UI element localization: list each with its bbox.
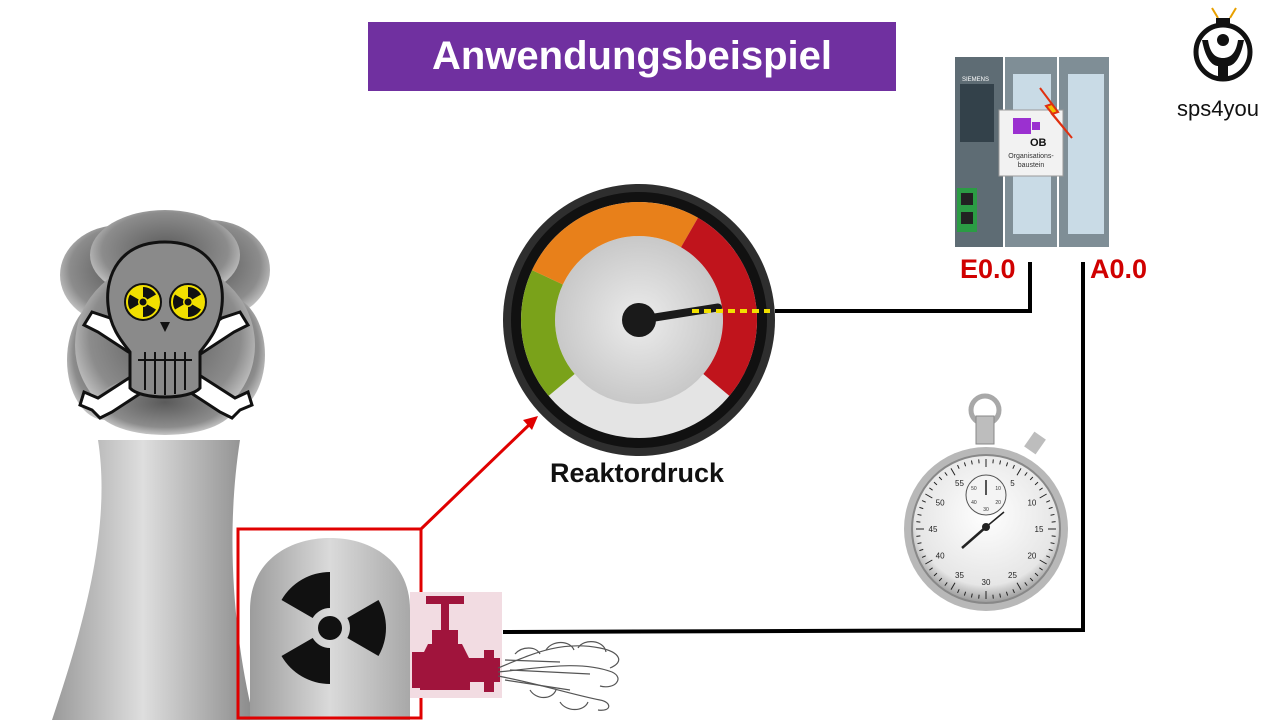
watch-tick [919,506,924,510]
watch-tick [938,577,943,582]
watch-tick [921,500,926,503]
watch-dial-number: 35 [955,571,964,580]
watch-dial-number: 50 [936,499,945,508]
watch-tick [929,487,933,491]
watch-tick [957,589,960,594]
watch-dial-number: 30 [982,578,991,587]
radiation-icon [124,283,162,321]
watch-tick [917,513,922,516]
watch-subdial-number: 30 [983,507,989,513]
arrow-to-gauge [419,416,538,531]
watch-tick [1046,500,1051,503]
radiation-icon [169,283,207,321]
watch-dial-number: 55 [955,479,964,488]
watch-tick [925,493,933,499]
watch-tick [1034,572,1039,577]
watch-tick [1048,506,1053,510]
watch-tick [963,462,967,467]
watch-tick [1039,559,1047,565]
watch-tick [1039,487,1043,491]
watch-tick [925,559,933,565]
watch-tick [1039,567,1043,571]
watch-tick [938,476,943,481]
watch-tick [921,555,926,558]
gauge-label: Reaktordruck [550,458,725,488]
ob-label-line2: baustein [1018,162,1045,169]
watch-dial-number: 15 [1035,525,1044,534]
watch-subdial-number: 40 [971,500,977,506]
skull-crossbones-icon [60,210,270,435]
watch-tick [970,593,973,598]
pressure-gauge-icon [503,184,775,456]
person-plug-icon [1193,7,1253,82]
watch-tick [1034,481,1039,486]
watch-tick [1029,476,1034,481]
watch-tick [999,460,1002,465]
watch-tick [1050,542,1055,545]
lightning-icon [1039,87,1073,139]
watch-subdial-number: 10 [995,486,1001,492]
plc-brand: SIEMENS [962,77,989,83]
ob-label-line1: Organisations- [1008,153,1054,160]
watch-tick [970,460,973,465]
watch-tick [1012,464,1015,469]
watch-tick [929,567,933,571]
page-title: Anwendungsbeispiel [431,34,833,78]
watch-dial-number: 40 [936,552,945,561]
output-wire [502,262,1085,634]
watch-dial-number: 25 [1008,571,1017,580]
watch-tick [944,472,948,476]
watch-tick [1005,462,1009,467]
watch-subdial-number: 50 [971,486,977,492]
watch-tick [1050,513,1055,516]
watch-tick [944,582,948,586]
stopwatch-icon: 5 10 15 20 25 30 35 40 45 50 55 10 20 30 40 50 [904,393,1068,611]
watch-tick [933,481,938,486]
title-banner: Anwendungsbeispiel [368,22,896,91]
logo-text: sps4you [1177,96,1259,121]
watch-dial-number: 20 [1027,552,1036,561]
watch-tick [917,542,922,545]
watch-dial-number: 45 [929,525,938,534]
input-wire [775,262,1032,313]
watch-tick [1005,591,1009,596]
watch-tick [963,591,967,596]
plc-icon: SIEMENS OB Organisations- baustein [955,57,1109,247]
output-address-label: A0.0 [1090,254,1148,284]
watch-tick [1016,468,1022,476]
reactor-icon [250,538,410,720]
watch-tick [950,582,956,590]
watch-tick [919,548,924,552]
watch-tick [1039,493,1047,499]
steam-icon [497,641,620,711]
watch-tick [957,464,960,469]
watch-tick [1029,577,1034,582]
watch-tick [1046,555,1051,558]
watch-tick [999,593,1002,598]
watch-subdial-number: 20 [995,500,1001,506]
ob-badge: OB [1030,137,1047,149]
watch-tick [1012,589,1015,594]
watch-dial-number: 10 [1027,499,1036,508]
input-address-label: E0.0 [960,254,1016,284]
watch-tick [950,468,956,476]
watch-tick [933,572,938,577]
cooling-tower-icon [52,440,254,720]
watch-tick [1016,582,1022,590]
watch-dial-number: 5 [1010,479,1015,488]
watch-tick [1048,548,1053,552]
valve-icon [410,592,502,698]
watch-tick [1024,582,1028,586]
watch-tick [1024,472,1028,476]
